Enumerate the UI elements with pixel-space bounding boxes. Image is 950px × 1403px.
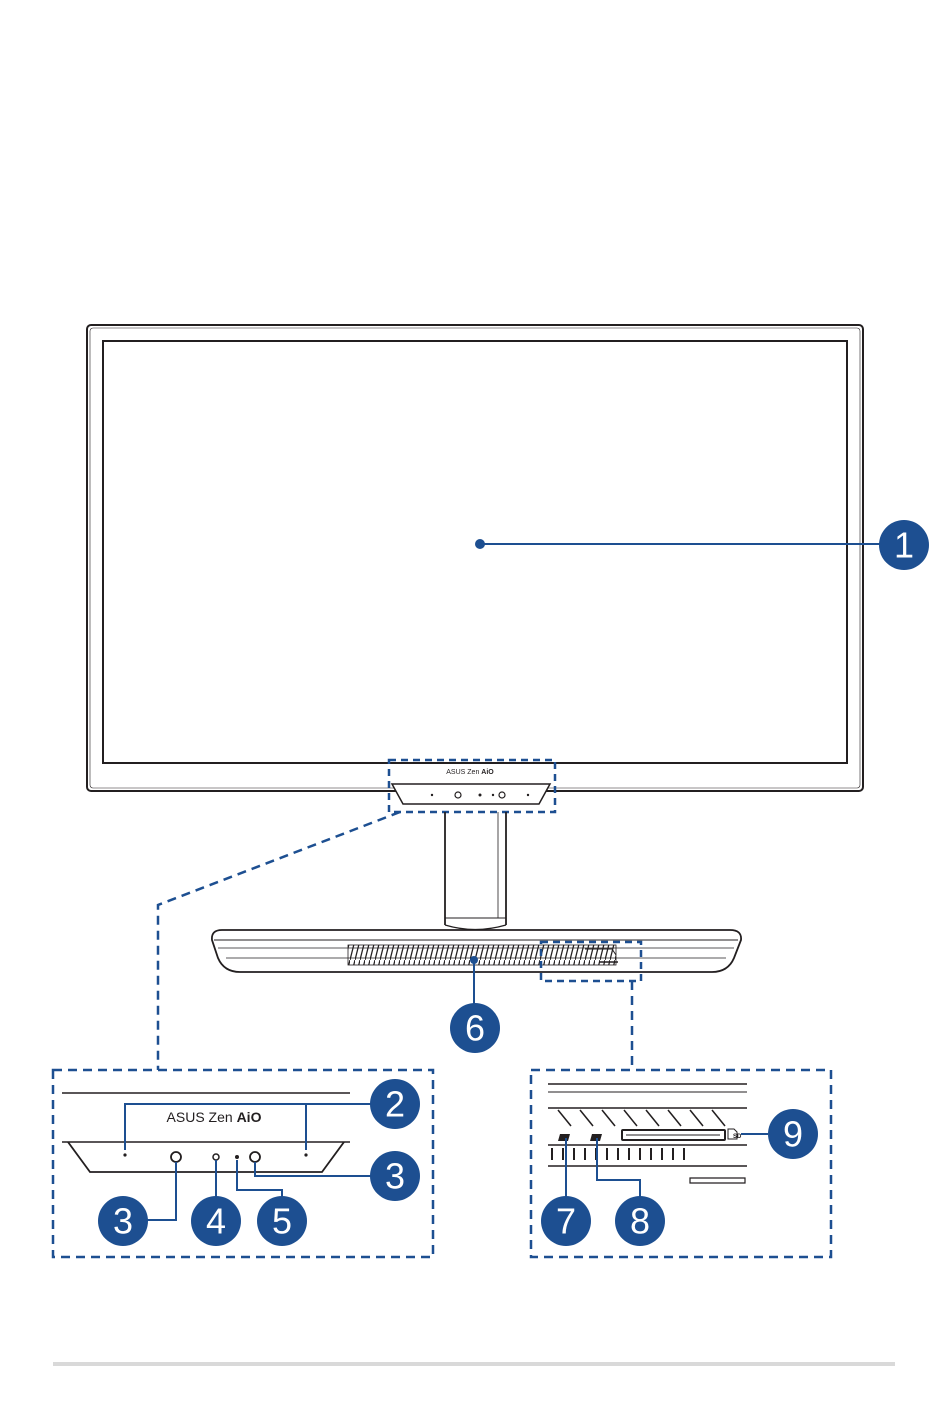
callout-9: 9 <box>768 1109 818 1159</box>
speaker-grille <box>348 945 616 965</box>
callout-3-right: 3 <box>370 1151 420 1201</box>
base <box>212 930 741 981</box>
stand <box>445 812 506 930</box>
svg-text:5: 5 <box>272 1201 292 1242</box>
camera-led-small <box>479 794 482 797</box>
microphone-left <box>123 1153 126 1156</box>
callout-4: 4 <box>191 1196 241 1246</box>
callout-2: 2 <box>370 1079 420 1129</box>
status-led-small <box>492 794 494 796</box>
callout-7: 7 <box>541 1196 591 1246</box>
display-panel <box>103 341 847 763</box>
sd-label: SD <box>733 1134 742 1140</box>
svg-text:1: 1 <box>894 525 914 566</box>
callout-6: 6 <box>450 1003 500 1053</box>
microphone-right <box>304 1153 307 1156</box>
callout-1: 1 <box>879 520 929 570</box>
svg-text:3: 3 <box>113 1201 133 1242</box>
headphone-jack <box>558 1134 570 1141</box>
speaker-pointer-dot <box>470 956 478 964</box>
svg-text:6: 6 <box>465 1008 485 1049</box>
front-panel-tab-enlarged <box>68 1142 344 1172</box>
camera-lens-right <box>250 1152 260 1162</box>
vent-slots-lower <box>552 1148 684 1160</box>
monitor: ASUS Zen AiO <box>87 325 863 812</box>
brand-logo: ASUS Zen AiO <box>167 1109 262 1125</box>
ir-led <box>235 1155 239 1159</box>
svg-text:7: 7 <box>556 1201 576 1242</box>
svg-text:8: 8 <box>630 1201 650 1242</box>
camera-lens-left <box>171 1152 181 1162</box>
mic-hole-right-small <box>527 794 529 796</box>
brand-logo-small: ASUS Zen AiO <box>446 769 494 776</box>
svg-text:9: 9 <box>783 1114 803 1155</box>
svg-text:2: 2 <box>385 1084 405 1125</box>
mic-hole-left-small <box>431 794 433 796</box>
camera-led <box>213 1154 219 1160</box>
callout-3-left: 3 <box>98 1196 148 1246</box>
front-control-tab <box>392 784 550 804</box>
svg-text:3: 3 <box>385 1156 405 1197</box>
callout-5: 5 <box>257 1196 307 1246</box>
callout-8: 8 <box>615 1196 665 1246</box>
svg-text:4: 4 <box>206 1201 226 1242</box>
vent-slots-upper <box>558 1110 725 1126</box>
display-pointer-dot <box>475 539 485 549</box>
